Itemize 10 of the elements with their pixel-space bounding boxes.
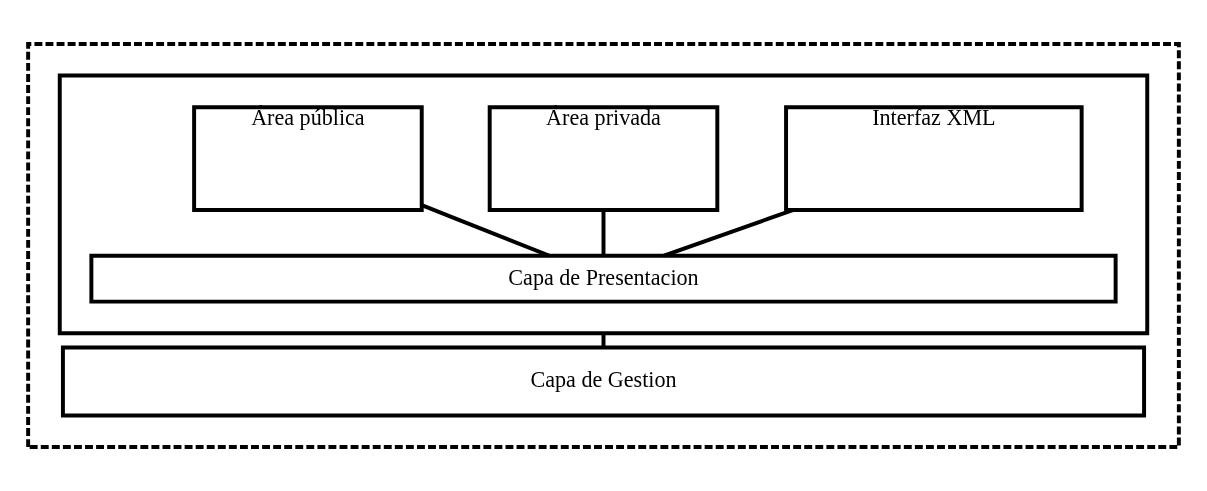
connector xyxy=(663,208,794,258)
cluster xyxy=(26,42,1181,449)
node-box: Área pública xyxy=(192,105,424,212)
node-box: Área privada xyxy=(487,105,720,212)
node-box: Capa de Gestion xyxy=(60,345,1147,418)
connector xyxy=(601,210,606,256)
node-box: Interfaz XML xyxy=(784,105,1084,212)
connector xyxy=(421,203,551,258)
cluster xyxy=(57,73,1150,336)
node-box: Capa de Presentacion xyxy=(89,253,1118,304)
